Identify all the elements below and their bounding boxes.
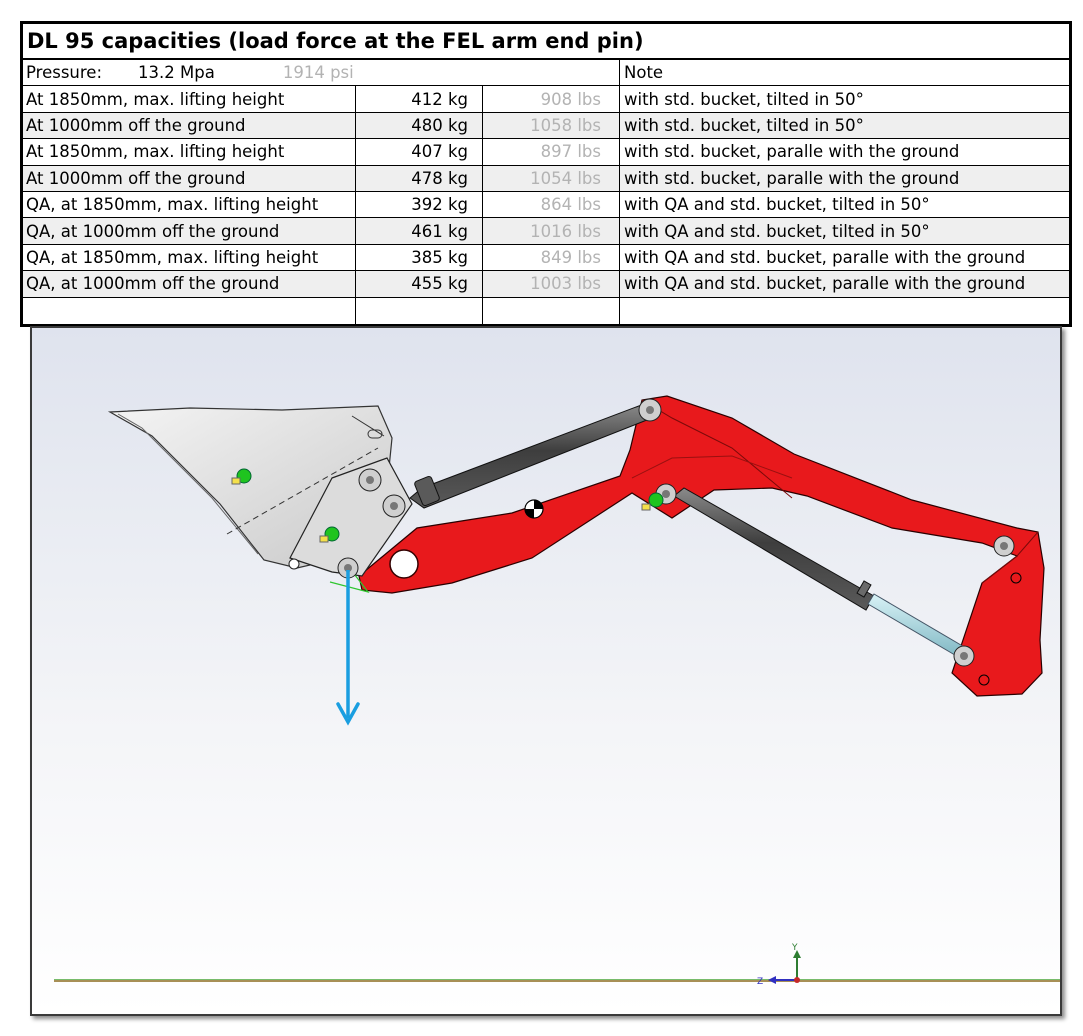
condition-cell: At 1850mm, max. lifting height	[23, 139, 356, 165]
table-row: At 1850mm, max. lifting height 407 kg 89…	[23, 139, 1069, 166]
condition-cell: QA, at 1850mm, max. lifting height	[23, 191, 356, 218]
lbs-cell: 864 lbs	[483, 191, 620, 218]
note-cell: with std. bucket, paralle with the groun…	[624, 168, 960, 188]
table-row-empty	[23, 297, 1069, 324]
bucket	[107, 405, 413, 577]
note-cell: with std. bucket, tilted in 50°	[624, 89, 864, 109]
ground-line	[54, 979, 1060, 982]
loader-arm	[358, 395, 1045, 697]
kg-cell: 412 kg	[356, 86, 483, 112]
axis-z-label: Z	[757, 977, 763, 987]
condition-cell: QA, at 1000mm off the ground	[23, 218, 356, 244]
fixture-markers	[231, 468, 664, 594]
note-cell: with QA and std. bucket, tilted in 50°	[624, 221, 930, 241]
loader-arm-drawing: Y Z	[54, 395, 1060, 987]
axis-y-label: Y	[791, 943, 798, 953]
condition-cell: At 1000mm off the ground	[23, 112, 356, 139]
kg-cell: 478 kg	[356, 165, 483, 191]
cad-viewport[interactable]: Y Z	[30, 326, 1062, 1016]
table-row: QA, at 1850mm, max. lifting height 385 k…	[23, 244, 1069, 272]
pressure-value: 13.2 Mpa	[138, 63, 215, 83]
note-header: Note	[624, 63, 664, 83]
pivot-pins	[638, 398, 1015, 667]
note-cell: with std. bucket, tilted in 50°	[624, 115, 864, 135]
lbs-cell: 1054 lbs	[483, 165, 620, 191]
kg-cell: 455 kg	[356, 271, 483, 297]
table-title: DL 95 capacities (load force at the FEL …	[23, 24, 1069, 60]
condition-cell: QA, at 1850mm, max. lifting height	[23, 244, 356, 271]
table-row: QA, at 1000mm off the ground 455 kg 1003…	[23, 271, 1069, 298]
pressure-psi: 1914 psi	[282, 63, 354, 83]
kg-cell: 461 kg	[356, 218, 483, 244]
kg-cell: 480 kg	[356, 112, 483, 139]
load-force-arrow	[336, 557, 360, 726]
table-row: QA, at 1850mm, max. lifting height 392 k…	[23, 191, 1069, 219]
table-row: At 1000mm off the ground 480 kg 1058 lbs…	[23, 112, 1069, 140]
lbs-cell: 1058 lbs	[483, 112, 620, 139]
axis-triad-icon: Y Z	[757, 943, 801, 987]
lbs-cell: 1016 lbs	[483, 218, 620, 244]
lbs-cell: 1003 lbs	[483, 271, 620, 297]
note-cell: with QA and std. bucket, tilted in 50°	[624, 195, 930, 215]
pressure-label: Pressure:	[26, 63, 103, 83]
note-cell: with QA and std. bucket, paralle with th…	[624, 247, 1026, 267]
kg-cell: 385 kg	[356, 244, 483, 271]
kg-cell: 392 kg	[356, 191, 483, 218]
note-cell: with std. bucket, paralle with the groun…	[624, 142, 960, 162]
table-row: QA, at 1000mm off the ground 461 kg 1016…	[23, 218, 1069, 245]
center-of-mass-marker	[524, 499, 544, 519]
lbs-cell: 849 lbs	[483, 244, 620, 271]
kg-cell: 407 kg	[356, 139, 483, 165]
lower-hydraulic-cylinder	[673, 487, 967, 659]
condition-cell: At 1000mm off the ground	[23, 165, 356, 191]
table-row: At 1000mm off the ground 478 kg 1054 lbs…	[23, 165, 1069, 192]
lbs-cell: 908 lbs	[483, 86, 620, 112]
table-row: At 1850mm, max. lifting height 412 kg 90…	[23, 86, 1069, 113]
pressure-row: Pressure: 13.2 Mpa 1914 psi Note	[23, 60, 1069, 87]
note-cell: with QA and std. bucket, paralle with th…	[624, 274, 1026, 294]
upper-hydraulic-cylinder	[409, 403, 653, 509]
condition-cell: QA, at 1000mm off the ground	[23, 271, 356, 297]
lbs-cell: 897 lbs	[483, 139, 620, 165]
condition-cell: At 1850mm, max. lifting height	[23, 86, 356, 112]
capacities-table: DL 95 capacities (load force at the FEL …	[20, 21, 1072, 327]
